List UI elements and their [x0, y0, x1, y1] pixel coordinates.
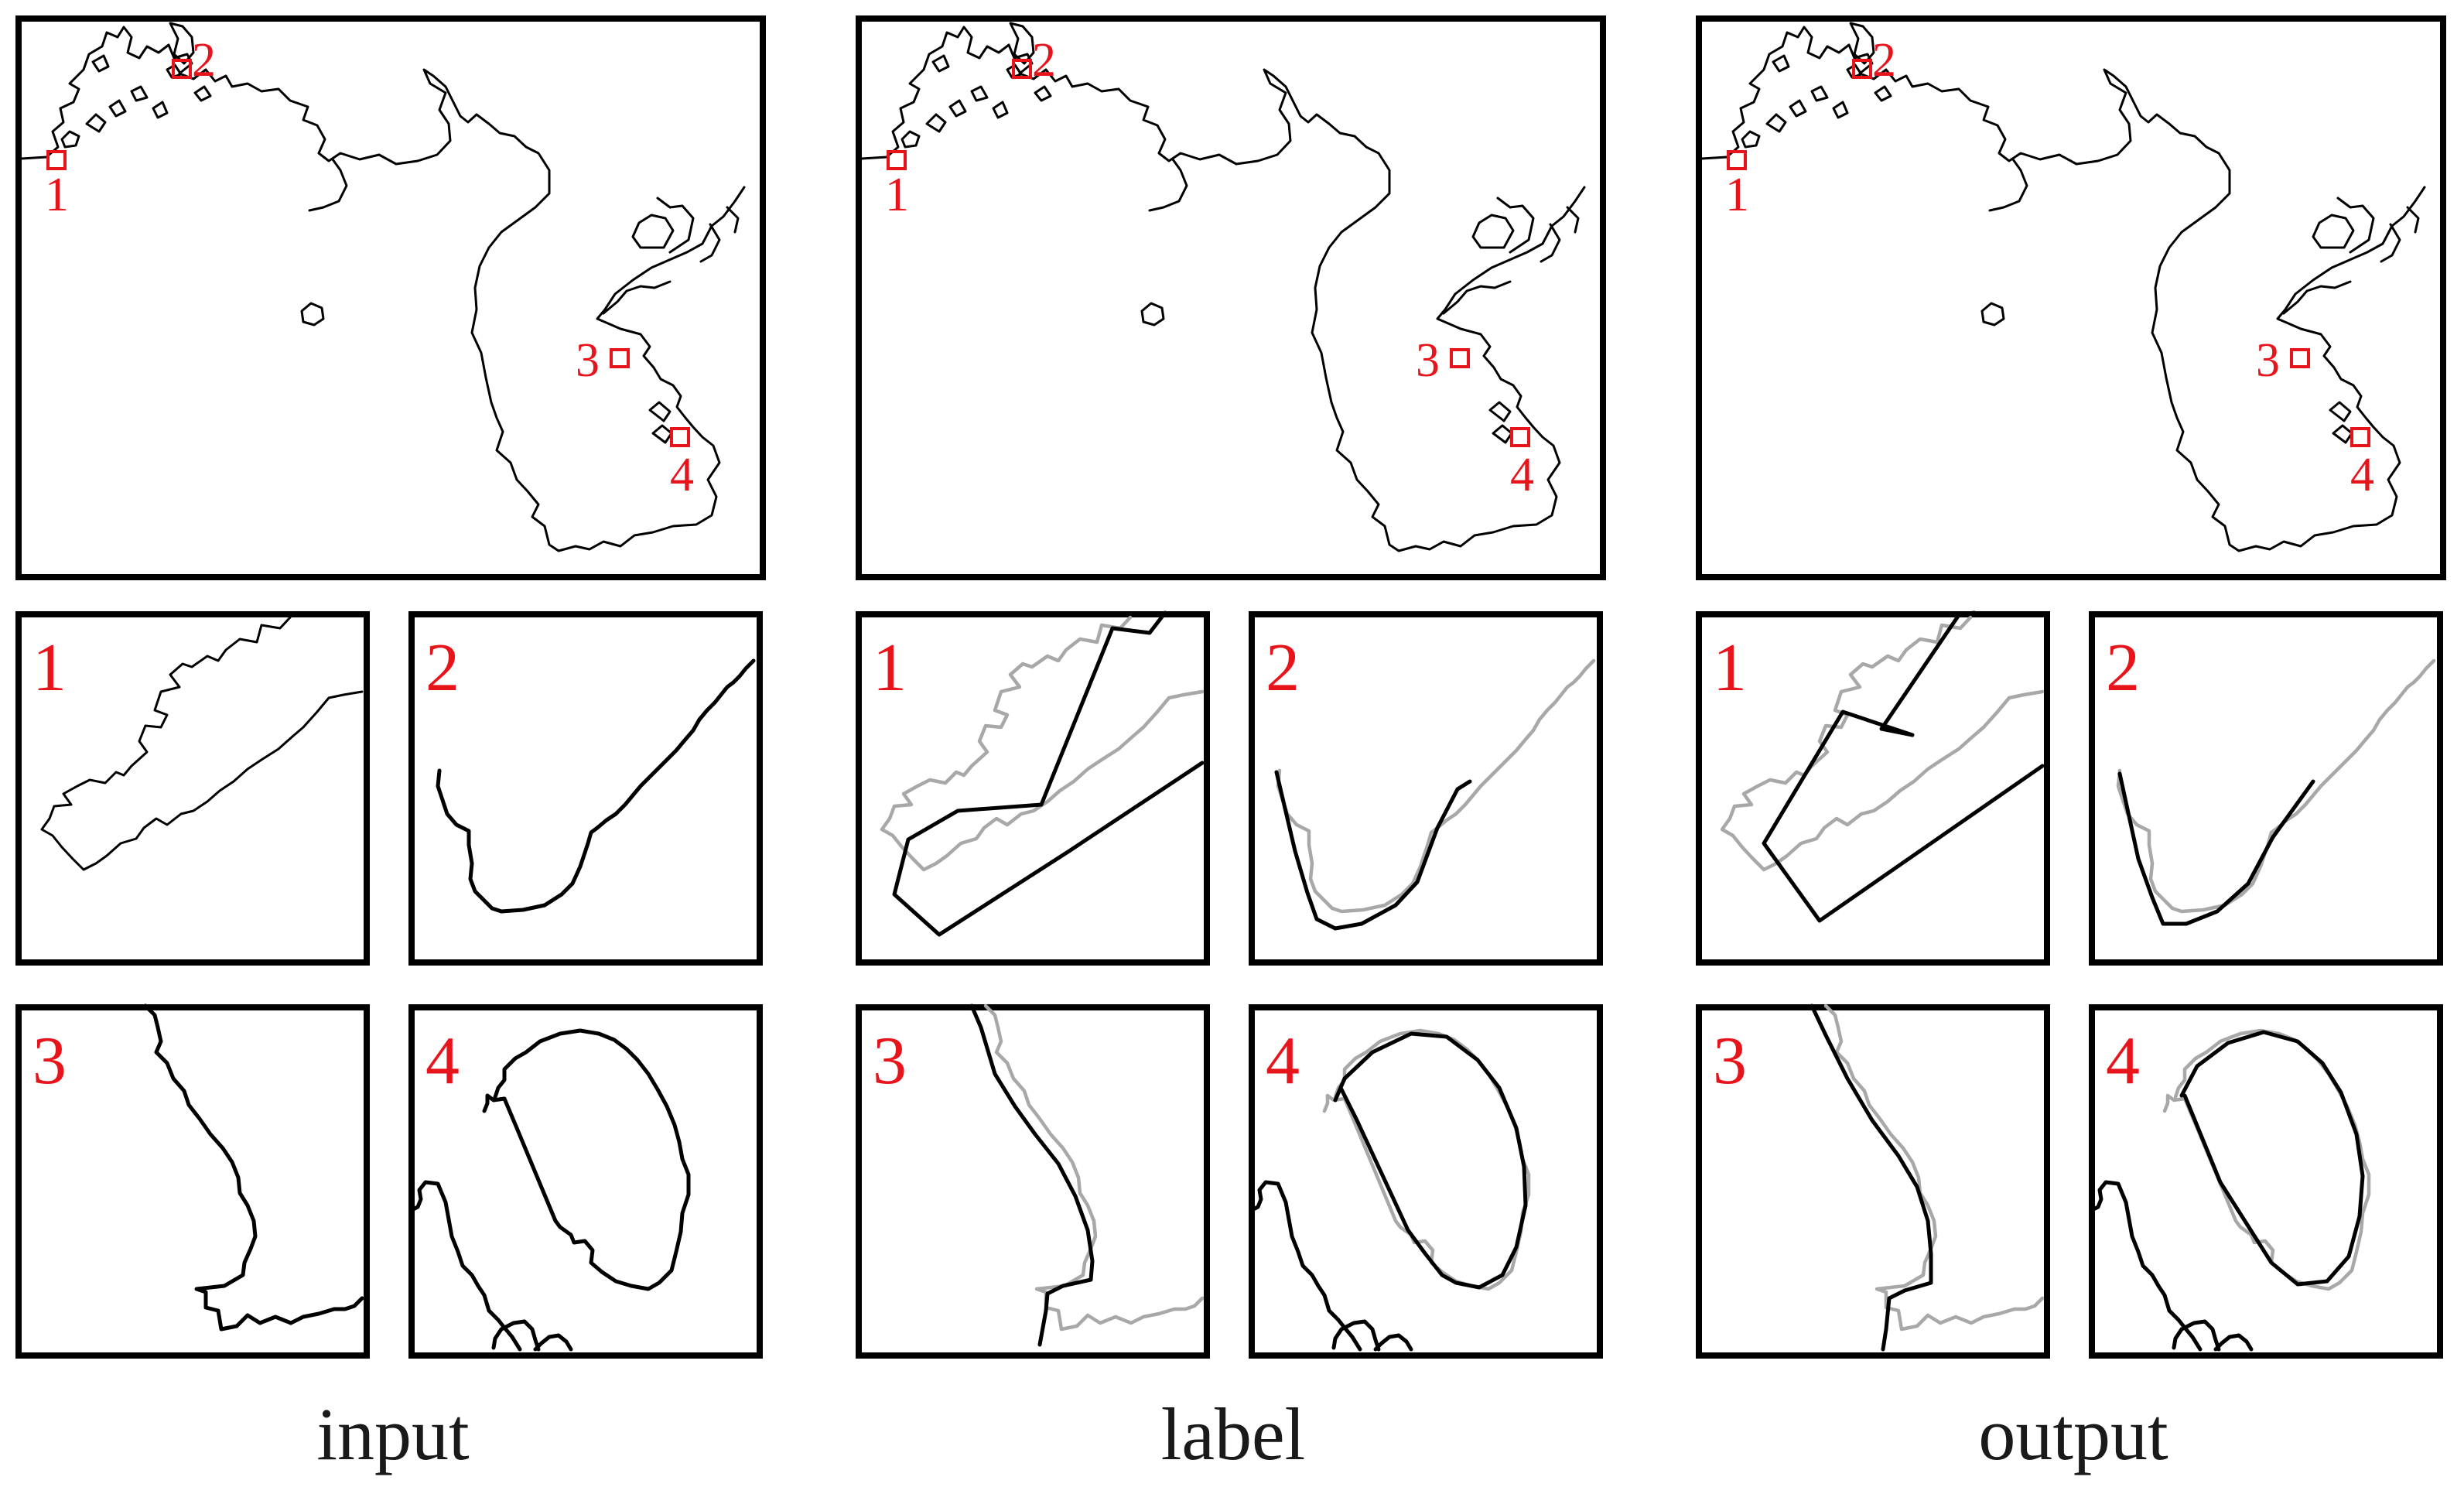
inset-frame: [856, 611, 1210, 966]
marker-2: [172, 59, 192, 79]
marker-label-3: 3: [2256, 334, 2280, 387]
inset-frame: [408, 611, 763, 966]
reference-coastline: [882, 617, 1202, 870]
inset-number-4: 4: [2106, 1024, 2140, 1099]
marker-3: [2290, 348, 2310, 368]
marker-label-4: 4: [2350, 449, 2374, 501]
inset-output-4: 4: [2089, 1004, 2443, 1359]
inset-label-1: 1: [856, 611, 1210, 966]
inset-output-1: 1: [1696, 611, 2050, 966]
panel-output: 1 2 3 4 1 2 3: [1696, 15, 2446, 1475]
reference-coastline: [1278, 661, 1594, 911]
inset-frame: [1696, 611, 2050, 966]
coastline-overview: [20, 22, 746, 552]
marker-1: [46, 150, 67, 170]
coastline-overview: [860, 22, 1586, 552]
inset-number-1: 1: [873, 631, 907, 706]
detail-coastline-bottom-2: [535, 1335, 571, 1349]
detail-coastline: [40, 616, 364, 871]
predicted-coastline: [1812, 1006, 1931, 1349]
inset-frame: [1249, 611, 1603, 966]
marker-label-4: 4: [1510, 449, 1534, 501]
inset-number-2: 2: [1266, 631, 1300, 706]
simplified-coastline: [972, 1006, 1092, 1345]
marker-3: [610, 348, 630, 368]
inset-number-2: 2: [2106, 631, 2140, 706]
marker-4: [1510, 427, 1530, 447]
detail-coastline: [145, 1006, 362, 1329]
inset-frame: [2089, 1004, 2443, 1359]
inset-frame: [15, 1004, 370, 1359]
inset-frame: [856, 1004, 1210, 1359]
inset-label-3: 3: [856, 1004, 1210, 1359]
marker-label-4: 4: [670, 449, 694, 501]
inset-number-3: 3: [873, 1024, 907, 1099]
inset-frame: [15, 611, 370, 966]
simplified-coastline-left: [1252, 1182, 1360, 1349]
inset-number-3: 3: [32, 1024, 67, 1099]
simplified-coastline: [894, 613, 1202, 935]
inset-number-3: 3: [1713, 1024, 1747, 1099]
inset-number-1: 1: [1713, 631, 1747, 706]
reference-coastline: [986, 1006, 1202, 1329]
inset-number-2: 2: [425, 631, 460, 706]
marker-label-1: 1: [885, 169, 909, 221]
inset-input-2: 2: [408, 611, 763, 966]
inset-number-4: 4: [425, 1024, 460, 1099]
reference-coastline: [2118, 661, 2434, 911]
panel-input: 1 2 3 4 1 2 3 4: [15, 15, 766, 1475]
coastline-overview: [1700, 22, 2426, 552]
marker-label-1: 1: [45, 169, 69, 221]
inset-frame: [2089, 611, 2443, 966]
marker-label-3: 3: [1416, 334, 1440, 387]
predicted-coastline: [2182, 1032, 2363, 1284]
simplified-coastline-bottom-2: [1376, 1335, 1411, 1349]
marker-label-1: 1: [1725, 169, 1749, 221]
marker-label-3: 3: [576, 334, 600, 387]
inset-frame: [1249, 1004, 1603, 1359]
detail-coastline: [484, 1031, 689, 1289]
marker-label-2: 2: [1872, 34, 1896, 87]
marker-label-2: 2: [192, 34, 216, 87]
inset-frame: [408, 1004, 763, 1359]
marker-1: [887, 150, 907, 170]
overview-map-label: 1 2 3 4: [856, 15, 1606, 580]
marker-1: [1727, 150, 1747, 170]
marker-3: [1450, 348, 1470, 368]
inset-output-3: 3: [1696, 1004, 2050, 1359]
overview-frame: [1696, 15, 2446, 580]
inset-input-3: 3: [15, 1004, 370, 1359]
predicted-coastline-left: [2092, 1182, 2200, 1349]
overview-frame: [15, 15, 766, 580]
overview-map-input: 1 2 3 4: [15, 15, 766, 580]
marker-2: [1012, 59, 1032, 79]
inset-label-2: 2: [1249, 611, 1603, 966]
caption-label: label: [1161, 1393, 1306, 1475]
inset-number-1: 1: [32, 631, 67, 706]
marker-4: [2350, 427, 2370, 447]
reference-coastline: [1826, 1006, 2042, 1329]
panel-label: 1 2 3 4 1 2 3: [856, 15, 1606, 1475]
marker-4: [670, 427, 690, 447]
predicted-coastline-bottom-2: [2216, 1335, 2251, 1349]
caption-input: input: [316, 1393, 470, 1475]
inset-input-1: 1: [15, 611, 370, 966]
overview-map-output: 1 2 3 4: [1696, 15, 2446, 580]
simplified-coastline: [1276, 772, 1470, 928]
caption-output: output: [1978, 1393, 2168, 1475]
inset-frame: [1696, 1004, 2050, 1359]
marker-2: [1852, 59, 1872, 79]
marker-label-2: 2: [1032, 34, 1056, 87]
inset-number-4: 4: [1266, 1024, 1300, 1099]
inset-input-4: 4: [408, 1004, 763, 1359]
predicted-coastline: [1764, 613, 2042, 921]
inset-output-2: 2: [2089, 611, 2443, 966]
detail-coastline: [438, 661, 754, 911]
detail-coastline-left: [412, 1182, 520, 1349]
inset-label-4: 4: [1249, 1004, 1603, 1359]
overview-frame: [856, 15, 1606, 580]
